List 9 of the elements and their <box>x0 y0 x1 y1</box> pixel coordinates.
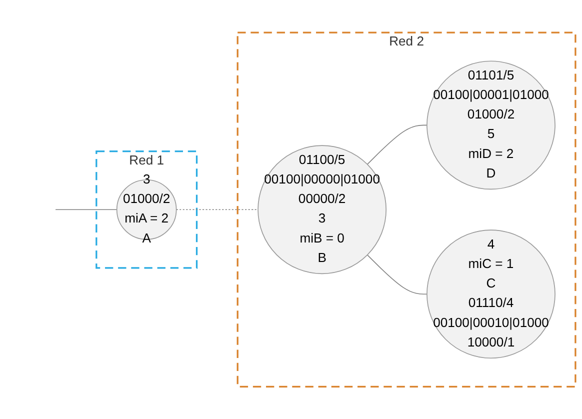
node-label: A <box>142 232 151 246</box>
node-circle: 4 miC = 1 C 01110/4 00100|00010|01000 10000/1 <box>426 230 556 358</box>
node-label: 3 <box>142 172 150 187</box>
node-circle: 01100/5 00100|00000|01000 00000/2 3 miB = 0 B <box>258 145 387 274</box>
connector <box>366 124 428 165</box>
connector <box>55 209 118 210</box>
connector <box>176 209 258 210</box>
connector <box>366 254 428 294</box>
node-circle: 01101/5 00100|00001|01000 01000/2 5 miD = 2 D <box>426 60 556 190</box>
